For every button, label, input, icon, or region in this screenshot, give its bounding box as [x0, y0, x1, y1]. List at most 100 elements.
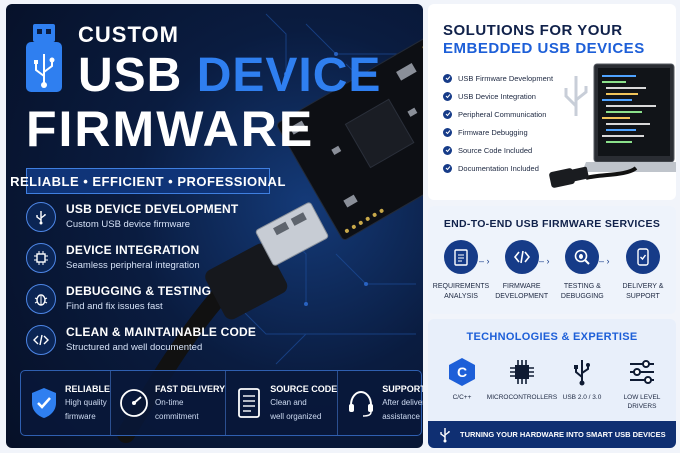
- tech-item: MICROCONTROLLERS: [487, 357, 557, 411]
- technologies-list: C C/C++ MICROCONTROLLERS USB 2.0 / 3.0 L…: [432, 357, 672, 411]
- benefit-line1: Clean and: [270, 398, 307, 407]
- svg-text:C: C: [457, 364, 467, 380]
- list-item: Source Code Included: [443, 141, 553, 159]
- benefit-title: SOURCE CODE: [270, 384, 338, 394]
- benefit-title: SUPPORT: [382, 384, 423, 394]
- feature-subtitle: Structured and well documented: [66, 342, 203, 353]
- chip-icon: [26, 243, 56, 273]
- step-arrow-icon: ‒ ›: [479, 256, 490, 266]
- code-icon: [26, 325, 56, 355]
- tech-item: LOW LEVEL DRIVERS: [612, 357, 672, 411]
- feature-title: CLEAN & MAINTAINABLE CODE: [66, 325, 257, 339]
- step-arrow-icon: ‒ ›: [599, 256, 610, 266]
- feature-item: DEVICE INTEGRATION Seamless peripheral in…: [26, 243, 266, 284]
- tech-label-line1: LOW LEVEL: [623, 394, 661, 401]
- solutions-title-line2: EMBEDDED USB DEVICES: [443, 40, 645, 57]
- check-icon: [443, 163, 452, 173]
- feature-title: DEVICE INTEGRATION: [66, 243, 200, 257]
- benefit-title: FAST DELIVERY: [155, 384, 226, 394]
- footer-banner-text: TURNING YOUR HARDWARE INTO SMART USB DEV…: [460, 430, 666, 439]
- tech-label: MICROCONTROLLERS: [486, 394, 558, 401]
- benefit-line2: commitment: [155, 412, 199, 421]
- benefit-line2: well organized: [270, 412, 322, 421]
- benefit-item: SUPPORT After delivery assistance: [338, 371, 423, 435]
- tech-item: C C/C++: [432, 357, 492, 411]
- step-label-line2: DEVELOPMENT: [495, 293, 549, 300]
- step-label-line2: SUPPORT: [626, 293, 660, 300]
- tech-label: C/C++: [452, 394, 472, 401]
- speedometer-icon: [119, 386, 149, 420]
- step-label-line2: ANALYSIS: [444, 293, 478, 300]
- tagline-banner: RELIABLE • EFFICIENT • PROFESSIONAL: [10, 168, 285, 194]
- tech-label-line2: DRIVERS: [627, 403, 657, 410]
- feature-subtitle: Find and fix issues fast: [66, 301, 163, 312]
- usb-icon: [567, 357, 597, 387]
- list-item: Peripheral Communication: [443, 105, 553, 123]
- usb-stick-icon: [24, 24, 64, 94]
- list-item-label: Source Code Included: [458, 145, 533, 155]
- solutions-panel: SOLUTIONS FOR YOUR EMBEDDED USB DEVICES …: [428, 4, 676, 200]
- benefits-bar: RELIABLE High quality firmware FAST DELIVE…: [20, 370, 423, 436]
- benefit-line2: firmware: [65, 412, 96, 421]
- feature-subtitle: Custom USB device firmware: [66, 219, 191, 230]
- footer-banner: TURNING YOUR HARDWARE INTO SMART USB DEV…: [428, 421, 676, 448]
- tech-label: USB 2.0 / 3.0: [562, 394, 602, 401]
- benefit-title: RELIABLE: [65, 384, 110, 394]
- technologies-panel: TECHNOLOGIES & EXPERTISE C C/C++ MICROCO…: [428, 319, 676, 448]
- list-item: USB Device Integration: [443, 87, 553, 105]
- solutions-title-line1: SOLUTIONS FOR YOUR: [443, 22, 623, 39]
- code-icon: [504, 240, 539, 274]
- services-title: END-TO-END USB FIRMWARE SERVICES: [443, 218, 661, 230]
- solutions-list: USB Firmware Development USB Device Inte…: [443, 69, 553, 177]
- services-steps: REQUIREMENTS ANALYSIS FIRMWARE DEVELOPMENT…: [432, 240, 672, 302]
- list-item-label: USB Device Integration: [458, 91, 536, 101]
- benefit-line1: On-time: [155, 398, 184, 407]
- tech-item: USB 2.0 / 3.0: [552, 357, 612, 411]
- laptop-illustration: [549, 63, 676, 188]
- check-icon: [443, 109, 452, 119]
- hero-title-line2: USB DEVICE: [78, 48, 381, 103]
- clipboard-icon: [444, 240, 478, 274]
- list-item: Firmware Debugging: [443, 123, 553, 141]
- hero-title-line3: FIRMWARE: [26, 101, 315, 157]
- list-item: USB Firmware Development: [443, 69, 553, 87]
- usb-icon: [438, 427, 452, 443]
- feature-subtitle: Seamless peripheral integration: [66, 260, 200, 271]
- list-item-label: Firmware Debugging: [458, 127, 528, 137]
- magnifier-bug-icon: [565, 240, 600, 274]
- hero-title-line1: CUSTOM: [78, 22, 179, 47]
- benefit-item: SOURCE CODE Clean and well organized: [226, 371, 339, 435]
- benefit-line1: After delivery: [382, 398, 423, 407]
- check-icon: [443, 91, 452, 101]
- check-icon: [443, 73, 452, 83]
- check-icon: [443, 145, 452, 155]
- hero-panel: CUSTOM USB DEVICE FIRMWARE RELIABLE • EF…: [6, 4, 423, 448]
- step-label-line2: DEBUGGING: [560, 293, 604, 300]
- service-step: TESTING & DEBUGGING: [553, 240, 611, 302]
- service-step: DELIVERY &SUPPORT: [614, 240, 672, 302]
- services-panel: END-TO-END USB FIRMWARE SERVICES REQUIRE…: [428, 206, 676, 314]
- service-step: FIRMWARE DEVELOPMENT: [493, 240, 551, 302]
- benefit-line1: High quality: [65, 398, 107, 407]
- technologies-title: TECHNOLOGIES & EXPERTISE: [466, 331, 638, 343]
- list-item-label: Peripheral Communication: [458, 109, 547, 119]
- benefit-line2: assistance: [382, 412, 420, 421]
- benefit-item: RELIABLE High quality firmware: [21, 371, 111, 435]
- feature-title: USB DEVICE DEVELOPMENT: [66, 202, 239, 216]
- hero-title-device: DEVICE: [196, 49, 382, 102]
- step-label-line1: REQUIREMENTS: [432, 283, 490, 290]
- list-item: Documentation Included: [443, 159, 553, 177]
- microchip-icon: [507, 357, 537, 387]
- feature-title: DEBUGGING & TESTING: [66, 284, 212, 298]
- hero-title-usb: USB: [78, 49, 197, 102]
- service-step: REQUIREMENTS ANALYSIS: [432, 240, 490, 302]
- usb-icon: [26, 202, 56, 232]
- shield-check-icon: [29, 386, 59, 420]
- phone-check-icon: [625, 240, 660, 274]
- headset-icon: [346, 386, 376, 420]
- bug-icon: [26, 284, 56, 314]
- circuit-board-illustration: [117, 13, 423, 443]
- list-item-label: USB Firmware Development: [458, 73, 554, 83]
- step-label-line1: TESTING &: [563, 283, 601, 290]
- step-label-line1: FIRMWARE: [502, 283, 541, 290]
